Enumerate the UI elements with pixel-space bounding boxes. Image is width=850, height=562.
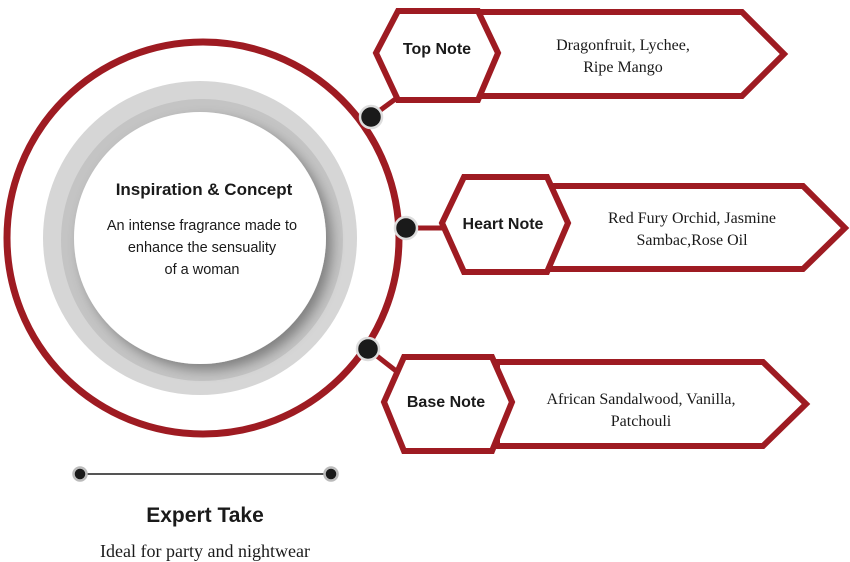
base-note-ingredients-line-1: African Sandalwood, Vanilla,: [547, 391, 736, 408]
base-note-ingredients-line-2: Patchouli: [611, 413, 672, 430]
top-note-hexagon: [372, 8, 502, 103]
heart-note-arrow-box: [537, 183, 850, 272]
base-note-hexagon: [380, 354, 516, 454]
top-note-ingredients-line-2: Ripe Mango: [583, 59, 663, 76]
top-note-dot: [358, 104, 384, 130]
expert-title: Expert Take: [146, 504, 264, 527]
top-note-label: Top Note: [403, 41, 471, 58]
concept-line-2: enhance the sensuality: [128, 240, 277, 256]
base-note-group: Base Note African Sandalwood, Vanilla, P…: [355, 336, 811, 454]
concept-title: Inspiration & Concept: [116, 180, 293, 199]
top-note-group: Top Note Dragonfruit, Lychee, Ripe Mango: [358, 8, 789, 130]
heart-note-group: Heart Note Red Fury Orchid, Jasmine Samb…: [393, 174, 850, 275]
base-note-dot: [355, 336, 381, 362]
heart-note-ingredients-line-1: Red Fury Orchid, Jasmine: [608, 210, 776, 227]
heart-note-label: Heart Note: [463, 216, 544, 233]
concept-line-1: An intense fragrance made to: [107, 218, 297, 234]
heart-note-hexagon: [438, 174, 572, 275]
top-note-ingredients-line-1: Dragonfruit, Lychee,: [556, 37, 690, 54]
heart-note-ingredients-line-2: Sambac,Rose Oil: [636, 232, 748, 249]
expert-divider-left-dot: [72, 466, 88, 482]
concept-circle: [74, 112, 326, 364]
concept-line-3: of a woman: [165, 262, 240, 278]
expert-text: Ideal for party and nightwear: [100, 541, 310, 561]
base-note-label: Base Note: [407, 394, 485, 411]
heart-note-dot: [393, 215, 419, 241]
top-note-arrow-box: [475, 9, 789, 99]
expert-divider: [72, 466, 339, 482]
expert-divider-right-dot: [323, 466, 339, 482]
